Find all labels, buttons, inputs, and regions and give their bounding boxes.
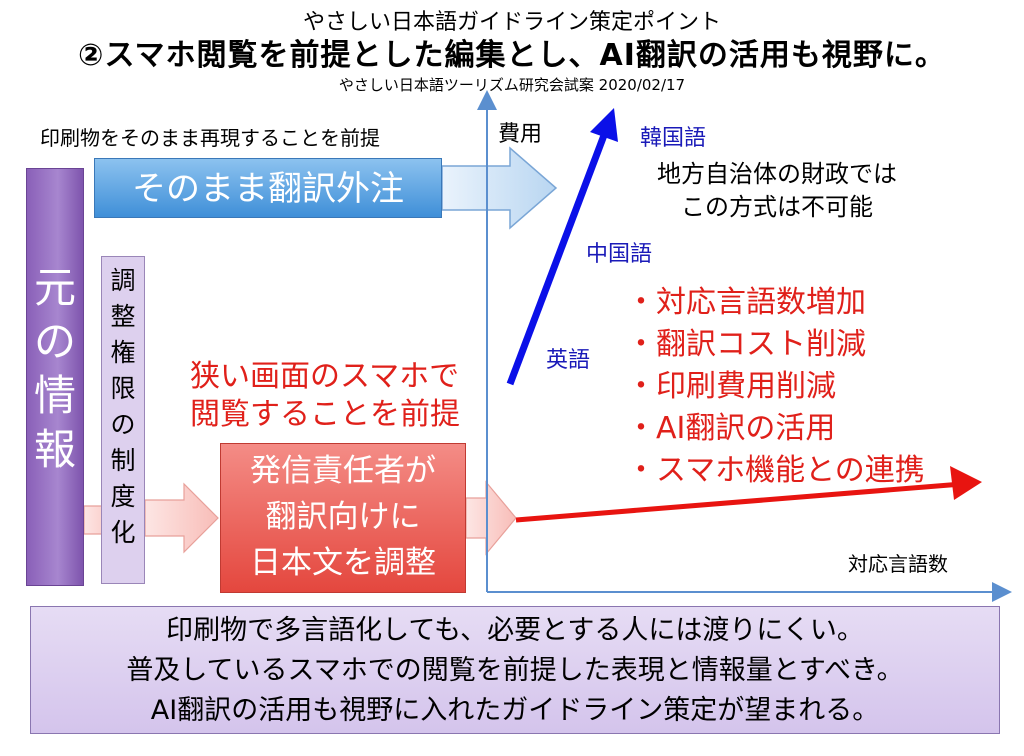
- cost-line-direct-head: [590, 108, 618, 142]
- title-subtitle: やさしい日本語ガイドライン策定ポイント: [302, 10, 721, 35]
- premise-print-label: 印刷物をそのまま再現することを前提: [40, 126, 380, 150]
- benefit-item: ・翻訳コスト削減: [626, 327, 866, 362]
- direct-translation-box: そのまま翻訳外注: [94, 158, 442, 218]
- benefit-item: ・AI翻訳の活用: [626, 411, 836, 446]
- language-label-chinese: 中国語: [586, 242, 653, 267]
- cost-line-adjusted-head: [950, 466, 982, 500]
- sender-adjust-line: 日本文を調整: [250, 545, 436, 581]
- page-title: ②スマホ閲覧を前提とした編集とし、AI翻訳の活用も視野に。: [78, 38, 946, 73]
- conclusion-line: AI翻訳の活用も視野に入れたガイドライン策定が望まれる。: [150, 695, 880, 726]
- language-label-korean: 韓国語: [640, 126, 707, 151]
- benefit-item: ・印刷費用削減: [626, 369, 836, 404]
- budget-note-line: 地方自治体の財政では: [657, 160, 897, 188]
- source-info-label: 元の情報: [33, 263, 76, 474]
- title-credit: やさしい日本語ツーリズム研究会試案 2020/02/17: [338, 76, 686, 94]
- sender-adjust-line: 発信責任者が: [250, 453, 436, 489]
- language-label-english: 英語: [546, 348, 591, 373]
- cost-line-adjusted: [515, 481, 963, 523]
- premise-phone-label: 狭い画面のスマホで 閲覧することを前提: [190, 358, 460, 434]
- budget-note: 地方自治体の財政では この方式は不可能: [618, 158, 936, 224]
- conclusion-line: 普及しているスマホでの閲覧を前提した表現と情報量とすべき。: [126, 655, 904, 686]
- direct-translation-arrow: [441, 146, 558, 230]
- conclusion-line: 印刷物で多言語化しても、必要とする人には渡りにくい。: [166, 615, 864, 646]
- source-info-box: 元の情報: [26, 168, 84, 586]
- sender-adjust-box: 発信責任者が 翻訳向けに 日本文を調整: [220, 443, 466, 593]
- x-axis-label: 対応言語数: [848, 552, 948, 576]
- adjust-authority-label: 調整権限の制度化: [110, 266, 136, 547]
- budget-note-line: この方式は不可能: [681, 193, 873, 221]
- y-axis-label: 費用: [498, 122, 543, 147]
- benefit-item: ・スマホ機能との連携: [626, 453, 925, 488]
- cost-line-direct: [506, 128, 610, 386]
- conclusion-box: 印刷物で多言語化しても、必要とする人には渡りにくい。 普及しているスマホでの閲覧…: [30, 606, 1000, 734]
- sender-to-graph-arrow: [465, 480, 517, 556]
- benefit-list: ・対応言語数増加 ・翻訳コスト削減 ・印刷費用削減 ・AI翻訳の活用 ・スマホ機…: [626, 282, 925, 492]
- premise-phone-line: 狭い画面のスマホで: [190, 359, 460, 394]
- benefit-item: ・対応言語数増加: [626, 285, 866, 320]
- adjust-authority-box: 調整権限の制度化: [101, 256, 145, 584]
- premise-phone-line: 閲覧することを前提: [190, 397, 460, 432]
- adjust-to-sender-arrow: [144, 482, 219, 554]
- sender-adjust-line: 翻訳向けに: [265, 499, 421, 535]
